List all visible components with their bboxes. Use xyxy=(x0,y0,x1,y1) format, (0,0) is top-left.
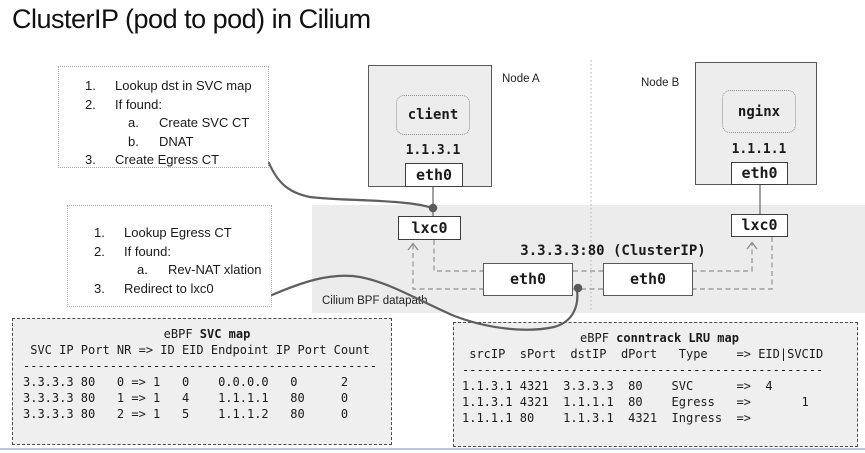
bpf-datapath-label: Cilium BPF datapath xyxy=(322,295,428,307)
table-row: 3.3.3.3 80 0 => 1 0 0.0.0.0 0 2 xyxy=(23,375,349,389)
list-item: 2. If found: xyxy=(85,96,162,112)
node-b-label: Node B xyxy=(641,77,680,89)
note-egress-lookup: 1. Lookup Egress CT 2. If found: a. Rev-… xyxy=(67,205,272,307)
list-item: a. Rev-NAT xlation xyxy=(137,262,262,278)
svc-map-title: eBPF SVC map xyxy=(163,327,251,341)
pod-client-label: client xyxy=(407,107,459,123)
node-a-lxc0: lxc0 xyxy=(398,216,461,240)
list-item: 1. Lookup dst in SVC map xyxy=(85,78,252,93)
table-row: 3.3.3.3 80 1 => 1 4 1.1.1.1 80 0 xyxy=(23,391,349,405)
note-svc-lookup: 1. Lookup dst in SVC map 2. If found: a.… xyxy=(58,66,269,168)
pod-client: client xyxy=(396,95,470,135)
list-item: 2. If found: xyxy=(94,243,171,259)
page-title: ClusterIP (pod to pod) in Cilium xyxy=(12,4,371,34)
node-a-eth0: eth0 xyxy=(405,163,463,187)
node-b-eth0: eth0 xyxy=(731,162,788,185)
svc-map-separator: ----------------------------------------… xyxy=(23,359,378,373)
datapath-node-a-eth0: eth0 xyxy=(483,263,573,296)
list-item: 3. Create Egress CT xyxy=(85,152,220,168)
slide-bottom-rule xyxy=(0,448,865,450)
list-item: a. Create SVC CT xyxy=(128,115,250,131)
conntrack-map-separator: ----------------------------------------… xyxy=(462,363,824,377)
conntrack-map-header: srcIP sPort dstIP dPort Type => EID|SVCI… xyxy=(462,347,824,361)
pod-nginx: nginx xyxy=(722,90,796,133)
node-a-pod-ip: 1.1.3.1 xyxy=(405,143,461,158)
datapath-node-b-eth0: eth0 xyxy=(603,263,693,296)
pod-nginx-label: nginx xyxy=(737,103,781,120)
table-row: 1.1.3.1 4321 1.1.1.1 80 Egress => 1 xyxy=(462,395,809,409)
table-row: 1.1.1.1 80 1.1.3.1 4321 Ingress => xyxy=(462,411,751,425)
list-item: 3. Redirect to lxc0 xyxy=(94,280,214,296)
svc-map-header: SVC IP Port NR => ID EID Endpoint IP Por… xyxy=(23,343,370,357)
conntrack-map-title: eBPF conntrack LRU map xyxy=(580,331,739,345)
clusterip-label: 3.3.3.3:80 (ClusterIP) xyxy=(520,243,706,259)
svc-map-box: eBPF SVC map SVC IP Port NR => ID EID En… xyxy=(12,318,392,445)
table-row: 1.1.3.1 4321 3.3.3.3 80 SVC => 4 xyxy=(462,379,773,393)
table-row: 3.3.3.3 80 2 => 1 5 1.1.1.2 80 0 xyxy=(23,407,349,421)
list-item: 1. Lookup Egress CT xyxy=(94,225,232,240)
list-item: b. DNAT xyxy=(128,133,194,149)
conntrack-map-box: eBPF conntrack LRU map srcIP sPort dstIP… xyxy=(453,322,858,447)
node-b-lxc0: lxc0 xyxy=(731,214,788,237)
node-b-pod-ip: 1.1.1.1 xyxy=(731,142,787,157)
node-a-label: Node A xyxy=(502,73,540,85)
